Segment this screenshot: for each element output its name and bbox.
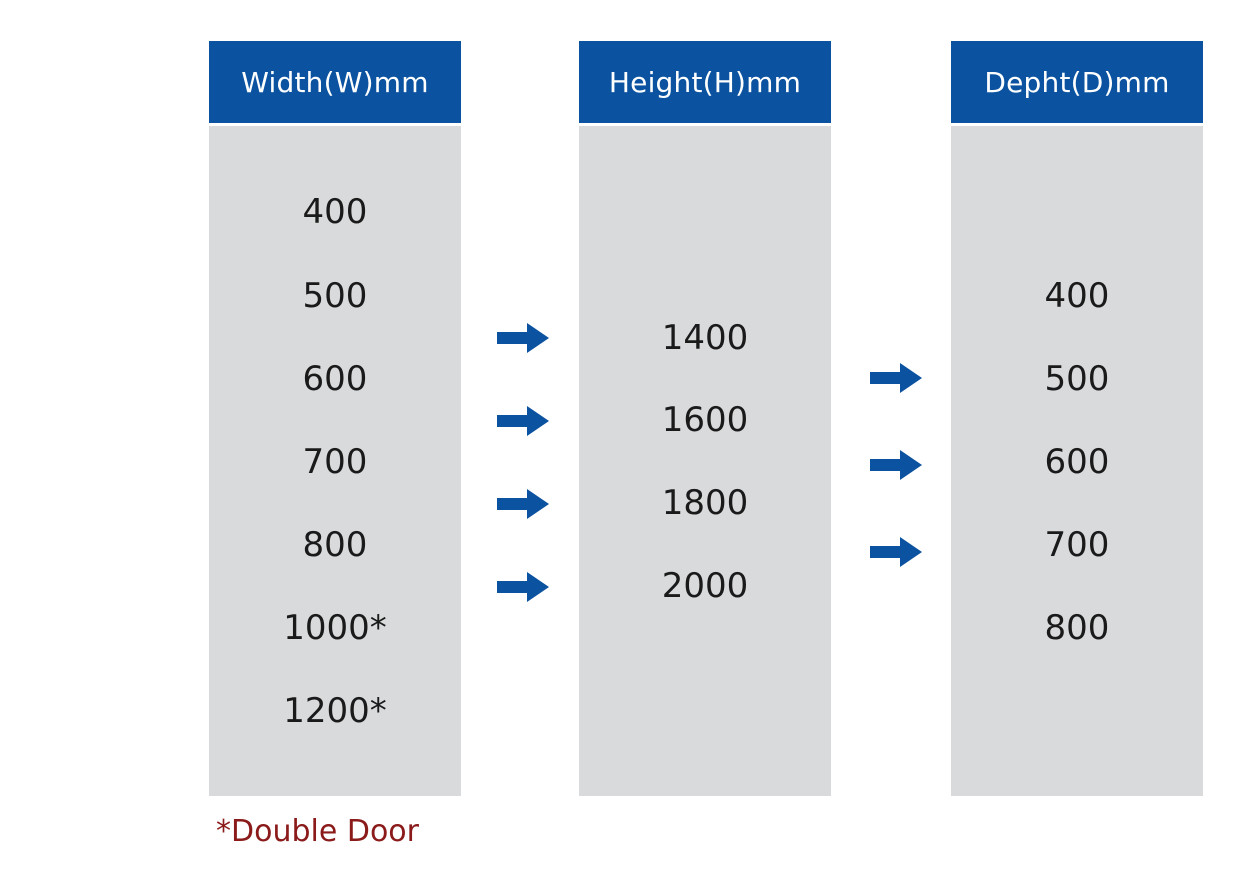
arrow-right-icon bbox=[497, 406, 549, 436]
height-value: 1800 bbox=[661, 483, 749, 523]
depth-value: 600 bbox=[1044, 442, 1110, 482]
width-value: 1000* bbox=[283, 608, 387, 648]
width-value: 600 bbox=[302, 359, 368, 399]
width-value: 700 bbox=[302, 442, 368, 482]
width-value: 800 bbox=[302, 525, 368, 565]
depth-value: 400 bbox=[1044, 276, 1110, 316]
height-value: 1600 bbox=[661, 400, 749, 440]
height-header: Height(H)mm bbox=[579, 41, 831, 123]
height-values: 1400 1600 1800 2000 bbox=[579, 126, 831, 796]
arrow-right-icon bbox=[497, 323, 549, 353]
depth-values: 400 500 600 700 800 bbox=[951, 126, 1203, 796]
depth-header: Depht(D)mm bbox=[951, 41, 1203, 123]
width-value: 500 bbox=[302, 276, 368, 316]
width-column: Width(W)mm 400 500 600 700 800 1000* 120… bbox=[209, 41, 461, 796]
height-value: 1400 bbox=[661, 318, 749, 358]
height-column: Height(H)mm 1400 1600 1800 2000 bbox=[579, 41, 831, 796]
arrow-right-icon bbox=[870, 363, 922, 393]
width-header: Width(W)mm bbox=[209, 41, 461, 123]
height-value: 2000 bbox=[661, 566, 749, 606]
arrow-right-icon bbox=[870, 537, 922, 567]
arrow-right-icon bbox=[870, 450, 922, 480]
depth-value: 800 bbox=[1044, 608, 1110, 648]
width-values: 400 500 600 700 800 1000* 1200* bbox=[209, 126, 461, 796]
double-door-note: *Double Door bbox=[216, 814, 419, 849]
arrow-right-icon bbox=[497, 489, 549, 519]
depth-value: 500 bbox=[1044, 359, 1110, 399]
depth-value: 700 bbox=[1044, 525, 1110, 565]
width-value: 1200* bbox=[283, 691, 387, 731]
depth-column: Depht(D)mm 400 500 600 700 800 bbox=[951, 41, 1203, 796]
width-value: 400 bbox=[302, 192, 368, 232]
arrow-right-icon bbox=[497, 572, 549, 602]
